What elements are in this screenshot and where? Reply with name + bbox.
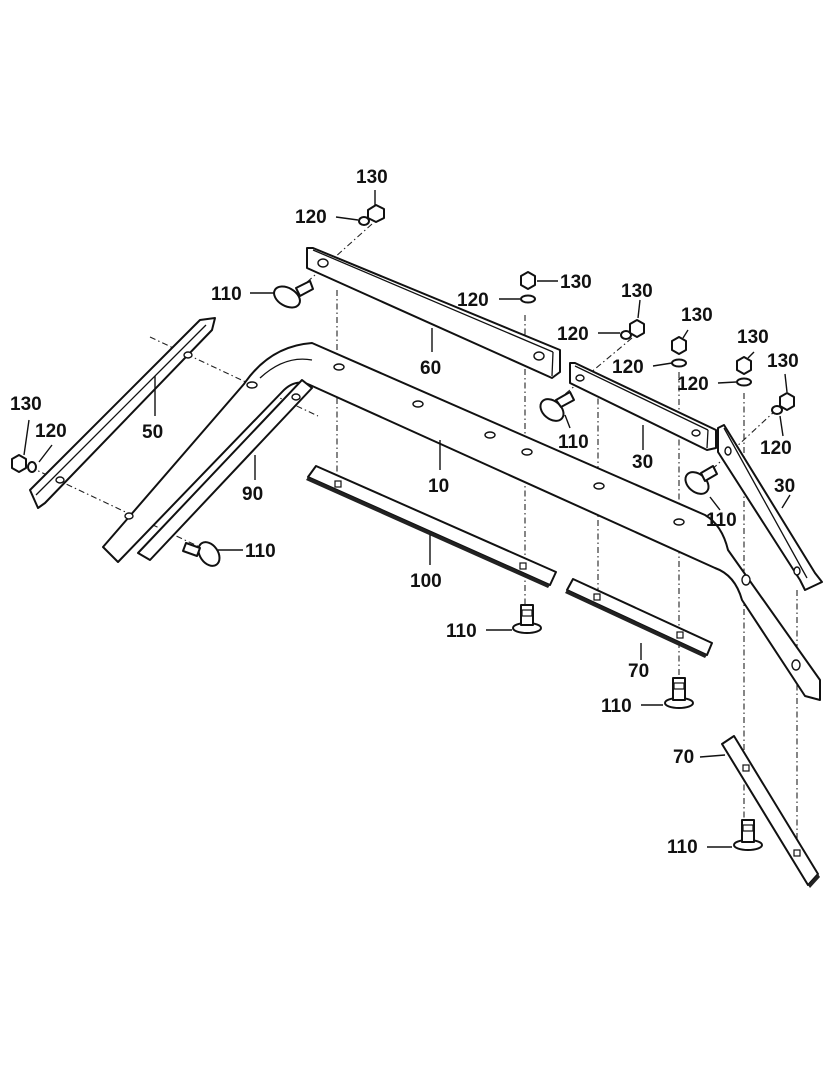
bolt-110-center — [539, 391, 575, 422]
bolt-110-right — [684, 465, 718, 495]
bolt-110-top — [273, 280, 314, 309]
label-120-d: 120 — [677, 374, 709, 395]
part-30-angle-bar-lower — [717, 424, 823, 591]
label-120-a: 120 — [457, 290, 489, 311]
bolt-110-left — [182, 541, 221, 567]
label-110-v1: 110 — [446, 621, 477, 642]
label-130-e: 130 — [767, 351, 799, 372]
label-60: 60 — [420, 358, 441, 379]
label-110-v3: 110 — [667, 837, 698, 858]
part-number-labels: 130 120 110 60 130 120 130 120 110 130 1… — [10, 167, 799, 858]
part-60-angle-bar — [306, 247, 561, 379]
label-70-middle: 70 — [628, 661, 649, 682]
part-50-angle-bracket — [29, 317, 216, 509]
label-110-v2: 110 — [601, 696, 632, 717]
label-120-left: 120 — [35, 421, 67, 442]
label-120-top: 120 — [295, 207, 327, 228]
bolt-110-vertical-2 — [664, 677, 694, 709]
label-120-c: 120 — [612, 357, 644, 378]
label-110-top: 110 — [211, 284, 242, 305]
label-90: 90 — [242, 484, 263, 505]
washers-120 — [27, 216, 783, 473]
part-30-angle-bar-upper — [569, 362, 717, 451]
part-70-strip-lower — [721, 735, 820, 888]
label-70-lower: 70 — [673, 747, 694, 768]
label-110-center: 110 — [558, 432, 589, 453]
part-100-strip — [306, 465, 557, 588]
label-120-b: 120 — [557, 324, 589, 345]
nuts-130 — [11, 204, 795, 473]
label-130-top: 130 — [356, 167, 388, 188]
label-130-b: 130 — [621, 281, 653, 302]
label-110-left: 110 — [245, 541, 276, 562]
label-50: 50 — [142, 422, 163, 443]
label-120-e: 120 — [760, 438, 792, 459]
bolt-110-vertical-3 — [733, 819, 763, 851]
label-130-d: 130 — [737, 327, 769, 348]
part-70-strip-middle — [565, 578, 713, 658]
label-130-a: 130 — [560, 272, 592, 293]
label-100: 100 — [410, 571, 442, 592]
label-10: 10 — [428, 476, 449, 497]
label-30-upper: 30 — [632, 452, 653, 473]
part-90-bar — [137, 379, 313, 561]
label-110-right: 110 — [706, 510, 737, 531]
leader-lines — [23, 190, 791, 848]
label-30-lower: 30 — [774, 476, 795, 497]
label-130-left: 130 — [10, 394, 42, 415]
bolt-110-vertical-1 — [512, 604, 542, 634]
part-10-main-frame — [102, 342, 821, 701]
label-130-c: 130 — [681, 305, 713, 326]
